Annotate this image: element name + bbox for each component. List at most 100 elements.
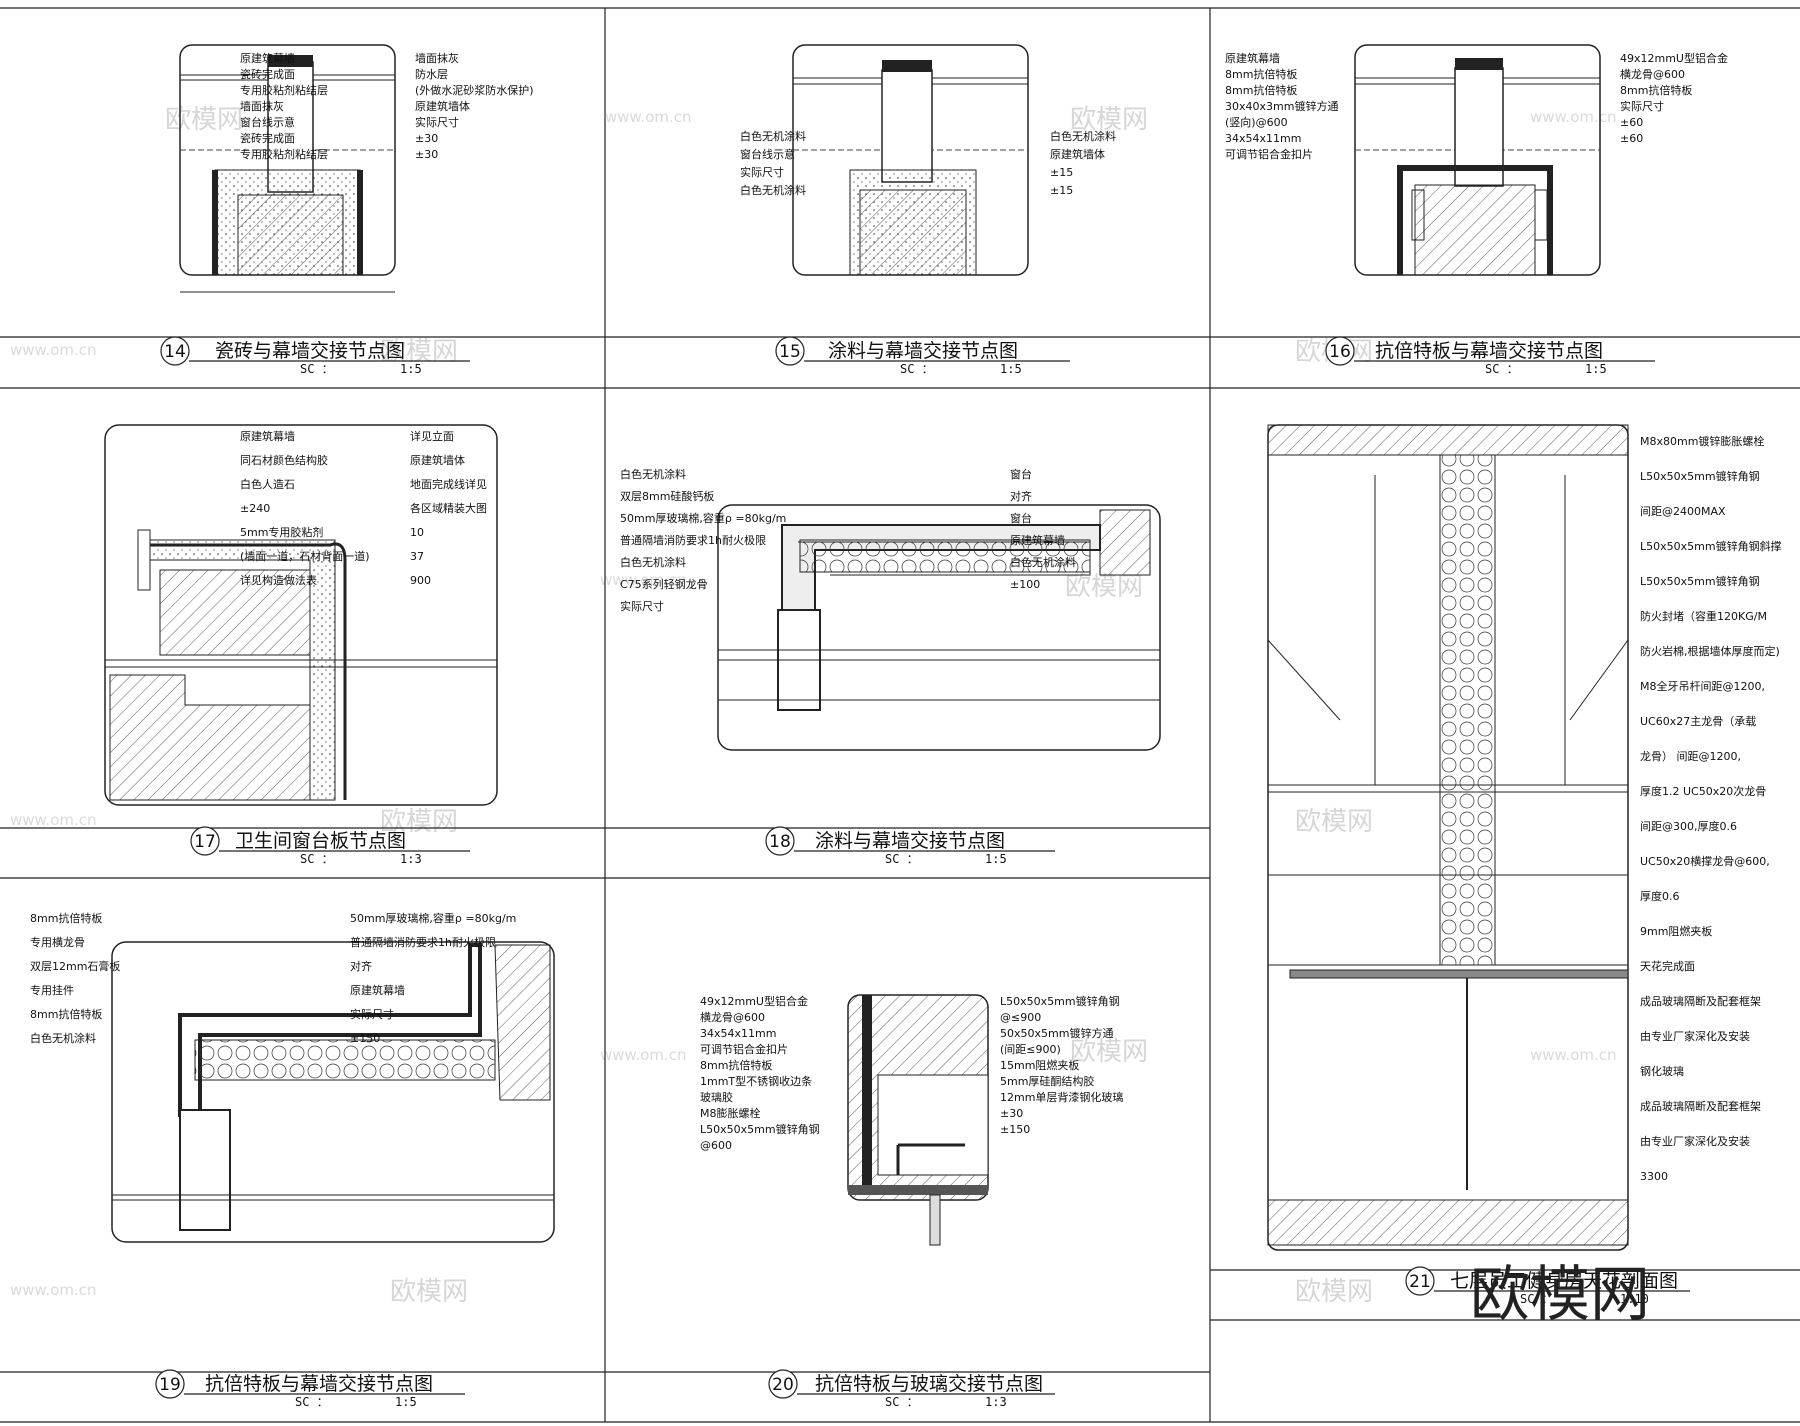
- annotation-label: 原建筑幕墙: [350, 983, 405, 997]
- annotation-label: 白色无机涂料: [740, 183, 806, 197]
- annotation-label: 地面完成线详见: [410, 477, 487, 491]
- annotation-label: 横龙骨@600: [700, 1010, 765, 1024]
- annotation-label: 专用挂件: [30, 983, 74, 997]
- scale-label: SC ：: [1485, 362, 1519, 376]
- annotation-label: 原建筑幕墙: [1010, 533, 1065, 547]
- annotation-label: ±15: [1050, 184, 1073, 197]
- annotation-label: 瓷砖完成面: [240, 131, 295, 145]
- annotation-label: 5mm厚硅酮结构胶: [1000, 1074, 1094, 1088]
- detail-number-circle: [775, 336, 805, 366]
- watermark-brand: 欧模网: [1295, 1277, 1373, 1307]
- annotation-label: 天花完成面: [1640, 959, 1695, 973]
- annotation-label: 窗台: [1010, 511, 1032, 525]
- detail-number: 16: [1329, 342, 1351, 362]
- annotation-label: ±60: [1620, 132, 1643, 145]
- annotation-label: 窗台: [1010, 467, 1032, 481]
- annotation-label: 50mm厚玻璃棉,容重ρ =80kg/m: [620, 511, 786, 525]
- annotation-label: 50x50x5mm镀锌方通: [1000, 1026, 1113, 1040]
- detail-title: 抗倍特板与幕墙交接节点图: [205, 1373, 433, 1395]
- brand-mark: 欧模网: [1470, 1260, 1650, 1330]
- detail-number-circle: [190, 826, 220, 856]
- annotation-label: 8mm抗倍特板: [30, 1007, 102, 1021]
- annotation-label: 8mm抗倍特板: [1225, 67, 1297, 81]
- annotation-label: 49x12mmU型铝合金: [1620, 51, 1728, 65]
- annotation-label: 30x40x3mm镀锌方通: [1225, 99, 1338, 113]
- annotation-label: 原建筑墙体: [410, 453, 465, 467]
- annotation-label: 间距@2400MAX: [1640, 505, 1726, 518]
- annotation-label: 普通隔墙消防要求1h耐火极限: [350, 935, 496, 949]
- annotation-label: UC60x27主龙骨（承载: [1640, 715, 1756, 728]
- annotation-label: 15mm阻燃夹板: [1000, 1058, 1079, 1072]
- annotation-label: L50x50x5mm镀锌角钢: [1000, 994, 1120, 1008]
- annotation-label: 钢化玻璃: [1640, 1064, 1684, 1078]
- annotation-label: 由专业厂家深化及安装: [1640, 1029, 1750, 1043]
- annotation-label: 白色无机涂料: [30, 1031, 96, 1045]
- detail-14: [179, 44, 396, 293]
- annotation-label: 8mm抗倍特板: [1225, 83, 1297, 97]
- detail-number-circle: [1325, 336, 1355, 366]
- annotation-label: 防水层: [415, 67, 448, 81]
- annotation-label: 34x54x11mm: [700, 1027, 776, 1040]
- sheet-grid: [0, 7, 1800, 1423]
- detail-20: [847, 994, 989, 1246]
- watermark-brand: 欧模网: [1065, 572, 1143, 602]
- annotation-label: 横龙骨@600: [1620, 67, 1685, 81]
- annotation-label: ±240: [240, 502, 270, 515]
- annotation-label: M8全牙吊杆间距@1200,: [1640, 679, 1765, 693]
- annotation-label: 原建筑幕墙: [1225, 51, 1280, 65]
- detail-number: 17: [194, 832, 216, 852]
- annotation-label: ±60: [1620, 116, 1643, 129]
- annotation-label: 墙面抹灰: [415, 51, 459, 65]
- scale-value: 1:5: [985, 852, 1007, 866]
- detail-title: 瓷砖与幕墙交接节点图: [215, 340, 405, 362]
- annotation-label: 实际尺寸: [350, 1007, 394, 1021]
- annotation-label: 原建筑幕墙: [240, 51, 295, 65]
- watermark-brand: 欧模网: [380, 337, 458, 367]
- annotation-label: 8mm抗倍特板: [30, 911, 102, 925]
- annotation-label: 8mm抗倍特板: [700, 1058, 772, 1072]
- annotation-label: 实际尺寸: [1620, 99, 1664, 113]
- annotation-label: L50x50x5mm镀锌角钢: [700, 1122, 820, 1136]
- scale-label: SC ：: [1520, 1292, 1554, 1306]
- annotation-label: (外做水泥砂浆防水保护): [415, 83, 534, 97]
- annotation-label: 原建筑墙体: [1050, 147, 1105, 161]
- annotation-label: 玻璃胶: [700, 1090, 733, 1104]
- scale-label: SC ：: [300, 362, 334, 376]
- scale-value: 1:5: [1585, 362, 1607, 376]
- annotation-label: 由专业厂家深化及安装: [1640, 1134, 1750, 1148]
- detail-number-circle: [155, 1369, 185, 1399]
- annotation-label: 实际尺寸: [415, 115, 459, 129]
- annotation-label: 3300: [1640, 1170, 1668, 1183]
- annotation-label: 白色人造石: [240, 477, 295, 491]
- annotation-label: 对齐: [350, 959, 372, 973]
- scale-value: 1:5: [395, 1395, 417, 1409]
- annotation-label: 8mm抗倍特板: [1620, 83, 1692, 97]
- annotation-label: L50x50x5mm镀锌角钢: [1640, 574, 1760, 588]
- detail-15: [792, 44, 1029, 276]
- detail-title: 涂料与幕墙交接节点图: [815, 830, 1005, 852]
- annotation-label: @≤900: [1000, 1011, 1041, 1024]
- annotation-label: L50x50x5mm镀锌角钢: [1640, 469, 1760, 483]
- annotation-label: 间距@300,厚度0.6: [1640, 819, 1737, 833]
- scale-label: SC ：: [295, 1395, 329, 1409]
- detail-number-circle: [765, 826, 795, 856]
- annotation-label: 厚度1.2 UC50x20次龙骨: [1640, 784, 1766, 798]
- detail-title: 卫生间窗台板节点图: [235, 830, 406, 852]
- detail-number-circle: [160, 336, 190, 366]
- detail-number: 15: [779, 342, 801, 362]
- annotation-label: 实际尺寸: [620, 599, 664, 613]
- annotation-label: 实际尺寸: [740, 165, 784, 179]
- annotation-label: M8x80mm镀锌膨胀螺栓: [1640, 434, 1764, 448]
- annotation-label: ±30: [415, 132, 438, 145]
- watermark-site: www.om.cn: [10, 341, 97, 359]
- annotation-label: 专用横龙骨: [30, 935, 85, 949]
- annotation-label: UC50x20横撑龙骨@600,: [1640, 854, 1770, 868]
- scale-label: SC ：: [885, 1395, 919, 1409]
- annotation-label: 可调节铝合金扣片: [700, 1042, 788, 1056]
- annotation-label: (间距≤900): [1000, 1043, 1061, 1056]
- detail-number: 20: [772, 1375, 794, 1395]
